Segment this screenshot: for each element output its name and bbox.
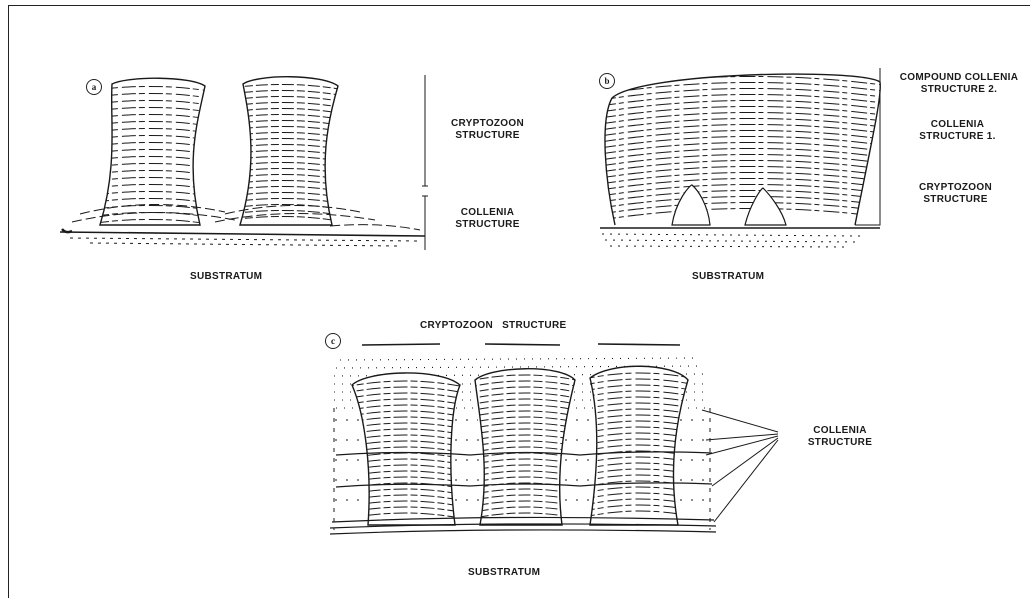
- panel-c-collenia-line2: STRUCTURE: [790, 437, 890, 449]
- panel-b-collenia1-line1: COLLENIA: [905, 119, 1010, 131]
- panel-b-marker: b: [599, 73, 615, 89]
- panel-b-cryptozoon-line1: CRYPTOZOON: [898, 182, 1013, 194]
- panel-c-collenia-line1: COLLENIA: [790, 425, 890, 437]
- panel-a-cryptozoon-line1: CRYPTOZOON: [430, 118, 545, 130]
- panel-b-collenia1-label: COLLENIA STRUCTURE 1.: [905, 119, 1010, 143]
- panel-c-marker: c: [325, 333, 341, 349]
- panel-a-cryptozoon-line2: STRUCTURE: [430, 130, 545, 142]
- panel-b-substratum-label: SUBSTRATUM: [692, 271, 764, 283]
- panel-b-cryptozoon-line2: STRUCTURE: [898, 194, 1013, 206]
- panel-a-marker: a: [86, 79, 102, 95]
- panel-b-collenia1-line2: STRUCTURE 1.: [905, 131, 1010, 143]
- panel-c-collenia-label: COLLENIA STRUCTURE: [790, 425, 890, 449]
- panel-c-drawing: [330, 344, 778, 534]
- panel-c-cryptozoon-label: CRYPTOZOON STRUCTURE: [420, 320, 566, 332]
- panel-b-compound-line1: COMPOUND COLLENIA: [884, 72, 1034, 84]
- panel-a-cryptozoon-label: CRYPTOZOON STRUCTURE: [430, 118, 545, 142]
- panel-b-cryptozoon-label: CRYPTOZOON STRUCTURE: [898, 182, 1013, 206]
- panel-a-collenia-line1: COLLENIA: [430, 207, 545, 219]
- panel-a-collenia-line2: STRUCTURE: [430, 219, 545, 231]
- panel-a-collenia-label: COLLENIA STRUCTURE: [430, 207, 545, 231]
- panel-c-substratum-label: SUBSTRATUM: [468, 567, 540, 579]
- panel-a-substratum-label: SUBSTRATUM: [190, 271, 262, 283]
- panel-a-drawing: [60, 75, 428, 250]
- panel-b-drawing: [600, 68, 890, 247]
- panel-b-compound-line2: STRUCTURE 2.: [884, 84, 1034, 96]
- panel-b-compound-label: COMPOUND COLLENIA STRUCTURE 2.: [884, 72, 1034, 96]
